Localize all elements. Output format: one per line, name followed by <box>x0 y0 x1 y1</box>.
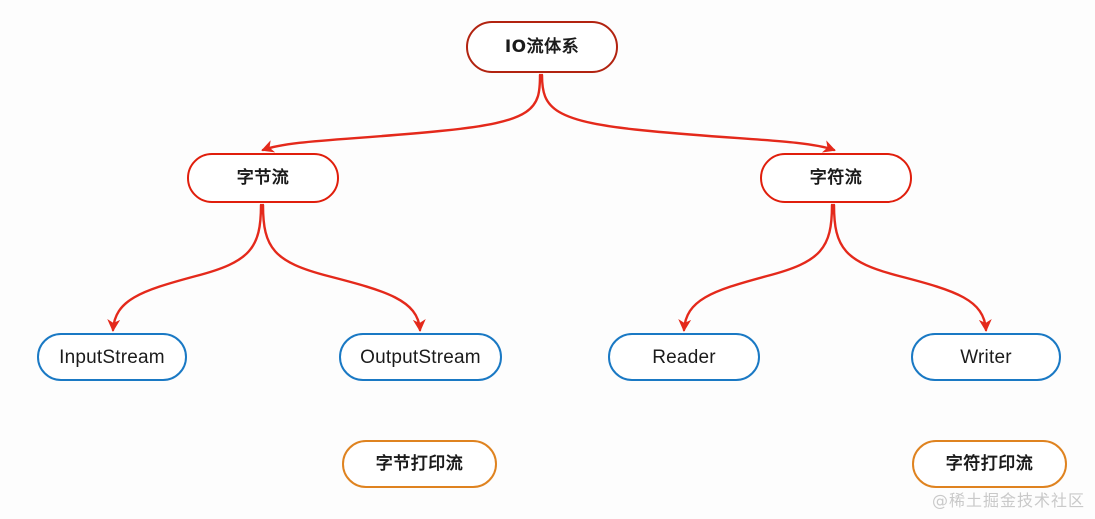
node-char_stream[interactable]: 字符流 <box>760 153 912 203</box>
node-output_stream[interactable]: OutputStream <box>339 333 502 381</box>
node-input_stream[interactable]: InputStream <box>37 333 187 381</box>
node-root[interactable]: IO流体系 <box>466 21 618 73</box>
node-label-byte_stream: 字节流 <box>236 167 290 188</box>
edge-char_stream-to-writer <box>832 203 992 332</box>
edge-root-to-char_stream <box>540 73 836 153</box>
node-label-writer: Writer <box>960 346 1012 368</box>
node-label-input_stream: InputStream <box>59 346 165 368</box>
edge-byte_stream-to-output_stream <box>261 203 426 332</box>
node-label-char_print: 字符打印流 <box>945 453 1034 474</box>
node-byte_stream[interactable]: 字节流 <box>187 153 339 203</box>
node-label-reader: Reader <box>652 346 716 368</box>
edge-root-to-byte_stream <box>261 73 542 153</box>
edge-char_stream-to-reader <box>678 203 834 332</box>
node-label-char_stream: 字符流 <box>809 167 863 188</box>
node-reader[interactable]: Reader <box>608 333 760 381</box>
node-char_print[interactable]: 字符打印流 <box>912 440 1067 488</box>
node-label-root: IO流体系 <box>504 36 580 57</box>
node-label-output_stream: OutputStream <box>360 346 481 368</box>
node-byte_print[interactable]: 字节打印流 <box>342 440 497 488</box>
edge-byte_stream-to-input_stream <box>107 203 263 332</box>
node-label-byte_print: 字节打印流 <box>375 453 464 474</box>
node-writer[interactable]: Writer <box>911 333 1061 381</box>
watermark: @稀土掘金技术社区 <box>931 491 1085 510</box>
